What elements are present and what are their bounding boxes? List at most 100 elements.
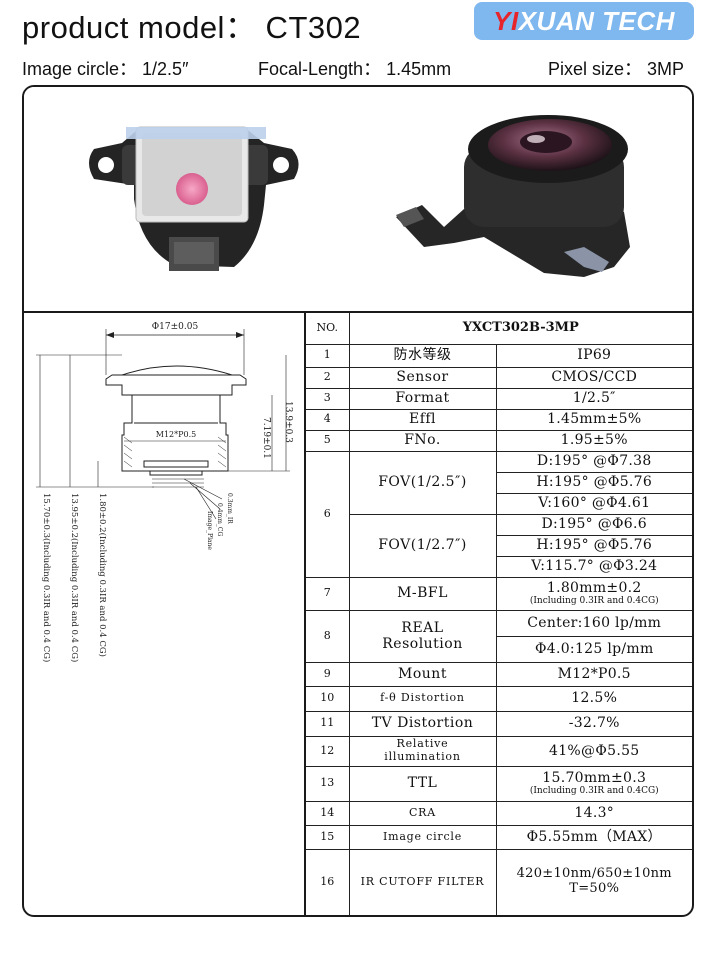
row-value: 1.95±5% — [495, 429, 692, 452]
row-no: 12 — [306, 735, 350, 767]
row-value: 12.5% — [495, 685, 692, 712]
row-value: Center:160 lp/mm — [495, 609, 692, 637]
row-value-note: (Including 0.3IR and 0.4CG) — [529, 786, 659, 797]
row-no: 11 — [306, 710, 350, 737]
spec-subrow: H:195° @Φ5.76 — [306, 534, 692, 557]
row-item: 防水等级 — [348, 343, 497, 368]
header-model: YXCT302B-3MP — [348, 313, 692, 345]
spec-row: 7 M-BFL 1.80mm±0.2(Including 0.3IR and 0… — [306, 576, 692, 611]
row-value: 1.45mm±5% — [495, 408, 692, 431]
angled-view-lens-photo — [396, 115, 630, 277]
lens-dimension-drawing: Φ17±0.05 M12*P0.5 — [36, 322, 293, 662]
front-view-lens-photo — [89, 126, 299, 271]
spec-row: 5 FNo. 1.95±5% — [306, 429, 692, 452]
spec-row: 9 Mount M12*P0.5 — [306, 661, 692, 687]
height-inner-label: 7.19±0.1 — [261, 417, 271, 459]
spec-sheet-frame: Φ17±0.05 M12*P0.5 — [22, 85, 694, 917]
diameter-label: Φ17±0.05 — [152, 322, 199, 332]
row-value: H:195° @Φ5.76 — [496, 534, 692, 557]
row-item: TTL — [348, 765, 497, 802]
row-item-line2: illumination — [384, 750, 461, 763]
filter-stack — [152, 478, 223, 520]
cover-glass-label: 0.4mm_CG — [216, 503, 223, 537]
spec-row: 2 Sensor CMOS/CCD — [306, 366, 692, 389]
spec-subrow: Φ4.0:125 lp/mm — [306, 635, 692, 663]
row-value: V:115.7° @Φ3.24 — [496, 555, 692, 578]
spec-row: 10 f-θ Distortion 12.5% — [306, 685, 692, 712]
technical-drawing: Φ17±0.05 M12*P0.5 — [24, 313, 306, 915]
mid-dimension-label: 13.95±0.2(Including 0.3IR and 0.4 CG) — [69, 493, 80, 662]
row-no: 10 — [306, 685, 350, 712]
row-item: Mount — [348, 661, 497, 687]
row-item: IR CUTOFF FILTER — [348, 848, 497, 915]
row-no: 16 — [306, 848, 350, 915]
spec-table: NO. YXCT302B-3MP 1 防水等级 IP69 2 Sensor CM… — [306, 313, 692, 915]
row-item: FNo. — [348, 429, 497, 452]
row-value: H:195° @Φ5.76 — [496, 471, 692, 494]
row-value: IP69 — [495, 343, 692, 368]
row-item: Sensor — [348, 366, 497, 389]
thread-label: M12*P0.5 — [156, 430, 196, 439]
row-no: 3 — [306, 387, 350, 410]
lens-photos-illustration — [89, 115, 630, 277]
row-item: Effl — [348, 408, 497, 431]
row-no: 2 — [306, 366, 350, 389]
row-item: TV Distortion — [348, 710, 497, 737]
row-value: D:195° @Φ7.38 — [495, 450, 692, 473]
spec-row: 4 Effl 1.45mm±5% — [306, 408, 692, 431]
row-item-line1: REAL — [401, 619, 444, 636]
row-no: 5 — [306, 429, 350, 452]
row-value: M12*P0.5 — [495, 661, 692, 687]
row-value: V:160° @Φ4.61 — [496, 492, 692, 515]
lens-outline — [105, 365, 247, 476]
row-value: Φ4.0:125 lp/mm — [496, 635, 692, 663]
row-no: 6 — [306, 450, 350, 578]
spec-row: 13 TTL 15.70mm±0.3(Including 0.3IR and 0… — [306, 765, 692, 802]
row-value: CMOS/CCD — [495, 366, 692, 389]
row-value: D:195° @Φ6.6 — [495, 513, 692, 536]
row-value: 14.3° — [495, 800, 692, 826]
row-item: f-θ Distortion — [348, 685, 497, 712]
row-value-main: 1.80mm±0.2 — [546, 580, 642, 597]
row-value: 41%@Φ5.55 — [495, 735, 692, 767]
row-no: 14 — [306, 800, 350, 826]
row-no: 9 — [306, 661, 350, 687]
row-item: M-BFL — [348, 576, 497, 611]
row-value-main: 15.70mm±0.3 — [542, 770, 647, 787]
row-value: 1/2.5″ — [495, 387, 692, 410]
row-value: 1.80mm±0.2(Including 0.3IR and 0.4CG) — [495, 576, 692, 611]
focal-length-summary: Focal-Length： 1.45mm — [258, 59, 452, 79]
row-value-note: (Including 0.3IR and 0.4CG) — [529, 596, 659, 607]
spec-row: 14 CRA 14.3° — [306, 800, 692, 826]
spec-header-row: NO. YXCT302B-3MP — [306, 313, 692, 345]
brand-logo-text: XUAN TECH — [518, 5, 675, 36]
row-item: Image circle — [348, 824, 497, 850]
row-no: 13 — [306, 765, 350, 802]
spec-subrow: H:195° @Φ5.76 — [306, 471, 692, 494]
row-value: 15.70mm±0.3(Including 0.3IR and 0.4CG) — [495, 765, 692, 802]
image-plane-label: Image_Plane — [206, 511, 213, 550]
row-no: 4 — [306, 408, 350, 431]
brand-logo-accent: YI — [493, 5, 519, 36]
row-item: FOV(1/2.5″) — [348, 450, 497, 515]
row-item: Format — [348, 387, 497, 410]
height-outer-label: 13.9±0.3 — [283, 401, 293, 443]
spec-table-container: NO. YXCT302B-3MP 1 防水等级 IP69 2 Sensor CM… — [306, 313, 692, 915]
row-item: FOV(1/2.7″) — [349, 513, 497, 578]
pixel-size-summary: Pixel size： 3MP — [548, 59, 685, 79]
spec-row: 15 Image circle Φ5.55mm（MAX） — [306, 824, 692, 850]
spec-row: 3 Format 1/2.5″ — [306, 387, 692, 410]
header-no: NO. — [306, 313, 350, 345]
row-no: 8 — [306, 609, 350, 663]
product-photos — [24, 87, 692, 313]
row-item-line1: Relative — [396, 737, 449, 751]
row-item: CRA — [348, 800, 497, 826]
ttl-dimension-label: 15.70±0.3(Including 0.3IR and 0.4 CG) — [41, 493, 52, 662]
